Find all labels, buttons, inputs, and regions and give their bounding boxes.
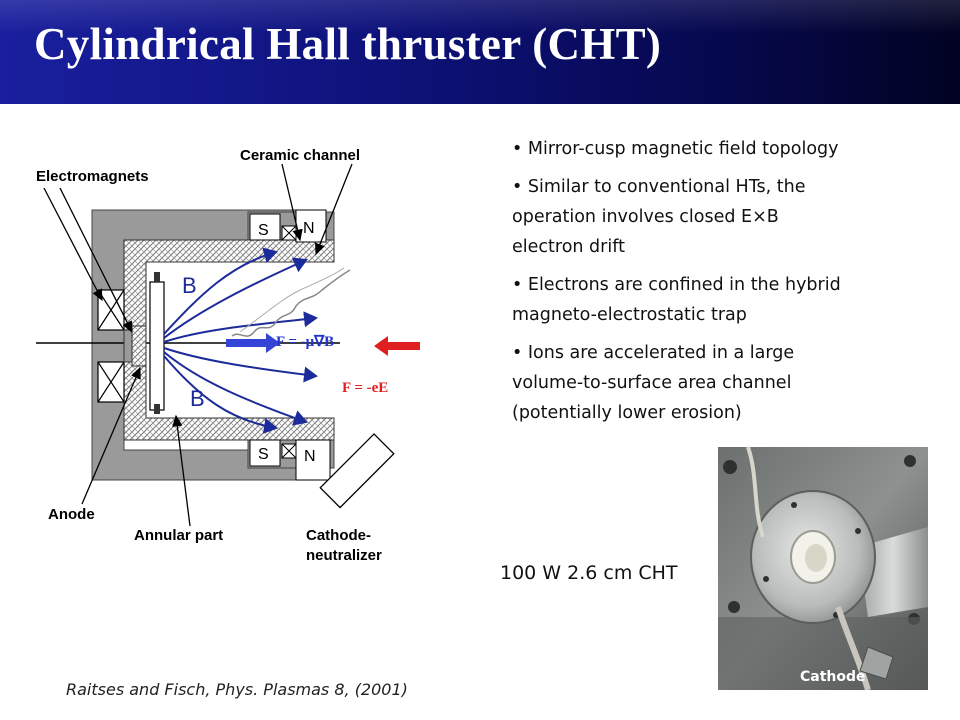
bullet-item: • Similar to conventional HTs, the opera…	[512, 177, 806, 257]
center-pole	[123, 329, 133, 363]
magnet-s-top	[249, 213, 281, 241]
label-ceramic-channel: Ceramic channel	[240, 147, 360, 164]
anode-block	[131, 325, 147, 367]
force-arrow-red	[374, 336, 420, 356]
citation: Raitses and Fisch, Phys. Plasmas 8, (200…	[66, 680, 408, 699]
pointer-electromagnets-2	[59, 187, 133, 334]
slide-title: Cylindrical Hall thruster (CHT)	[34, 19, 662, 69]
coil-bottom	[97, 361, 125, 403]
pointer-electromagnets-1	[43, 187, 103, 302]
label-cathode-2: neutralizer	[306, 547, 382, 564]
label-force-grad: F = -μ∇B	[276, 334, 334, 350]
annular-cap-bottom	[154, 404, 160, 414]
pointer-anode	[81, 366, 141, 505]
thruster-schematic: S N S N B B F = -μ∇B F = -eE Ceramic ch	[36, 147, 420, 564]
electron-trajectory	[231, 269, 351, 337]
bullet-item: • Ions are accelerated in a large volume…	[512, 343, 795, 423]
annular-cap-top	[154, 272, 160, 282]
label-anode: Anode	[48, 506, 95, 523]
label-n-top: N	[303, 220, 315, 237]
label-b-top: B	[182, 273, 197, 298]
photo-caption: 100 W 2.6 cm CHT	[500, 562, 678, 584]
thruster-photo: Cathode	[718, 447, 928, 690]
bullet-list: • Mirror-cusp magnetic field topology • …	[512, 134, 912, 436]
label-s-top: S	[258, 222, 269, 239]
title-bar: Cylindrical Hall thruster (CHT)	[0, 0, 960, 104]
pointer-ceramic-1	[281, 163, 303, 242]
magnet-n-bottom	[295, 439, 331, 481]
label-electromagnets: Electromagnets	[36, 168, 149, 185]
label-force-e: F = -eE	[342, 380, 388, 396]
label-s-bottom: S	[258, 446, 269, 463]
field-lines	[163, 247, 318, 434]
label-b-bottom: B	[190, 386, 205, 411]
coil-small-top	[281, 225, 297, 241]
magnet-n-top	[295, 209, 327, 243]
label-annular-part: Annular part	[134, 527, 223, 544]
magnet-s-bottom	[249, 439, 281, 467]
coil-small-bottom	[281, 443, 297, 459]
label-cathode-1: Cathode-	[306, 527, 371, 544]
bullet-item: • Mirror-cusp magnetic field topology	[512, 139, 839, 159]
photo-label-cathode: Cathode	[800, 669, 866, 685]
label-n-bottom: N	[304, 448, 316, 465]
pointer-annular	[172, 414, 191, 527]
ceramic-channel	[123, 239, 335, 441]
annular-part	[149, 281, 165, 411]
cathode-neutralizer	[319, 433, 395, 509]
title-shine	[0, 0, 960, 34]
force-arrow-blue	[226, 333, 280, 353]
bullet-item: • Electrons are confined in the hybrid m…	[512, 275, 841, 325]
electron-trajectory-2	[239, 267, 345, 333]
pointer-ceramic-2	[315, 163, 353, 256]
coil-top	[97, 289, 125, 331]
